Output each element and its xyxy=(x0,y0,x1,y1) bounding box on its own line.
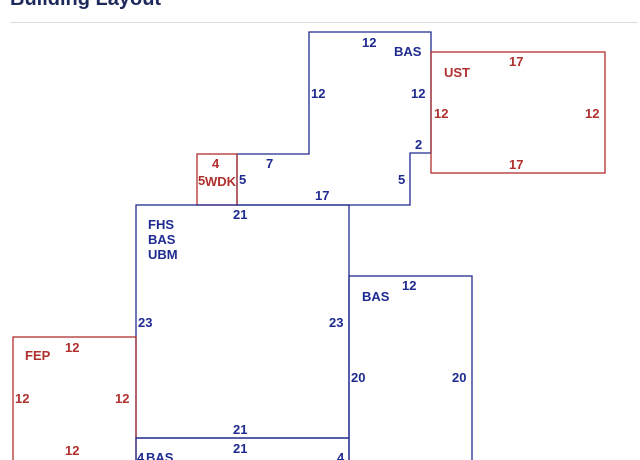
fep-dim-right: 12 xyxy=(115,391,129,406)
ust-outline xyxy=(430,51,606,174)
wdk-code: WDK xyxy=(205,174,237,189)
ust-dim-top: 17 xyxy=(509,54,523,69)
upper-bas-dim-bottom: 17 xyxy=(315,188,329,203)
upper-bas-dim-lower-right: 5 xyxy=(398,172,405,187)
main-block-dim-bottom: 21 xyxy=(233,422,247,437)
right-bas-outline xyxy=(348,275,473,460)
main-block-code-bas: BAS xyxy=(148,232,176,247)
upper-bas-dim-left: 12 xyxy=(311,86,325,101)
page-title: Building Layout xyxy=(10,0,161,11)
bottom-bas-dim-right: 4 xyxy=(337,450,345,460)
main-block-code-ubm: UBM xyxy=(148,247,178,262)
main-block-dim-right: 23 xyxy=(329,315,343,330)
title-divider xyxy=(10,22,638,23)
fep-dim-top: 12 xyxy=(65,340,79,355)
fep-outline xyxy=(12,336,137,460)
upper-bas-dim-right: 12 xyxy=(411,86,425,101)
upper-bas-dim-step: 7 xyxy=(266,156,273,171)
main-block-code-fhs: FHS xyxy=(148,217,174,232)
bottom-bas-dim-top: 21 xyxy=(233,441,247,456)
bottom-bas-code: BAS xyxy=(146,450,174,460)
ust-dim-left: 12 xyxy=(434,106,448,121)
upper-bas-dim-wdk-side: 5 xyxy=(239,172,246,187)
ust-dim-right: 12 xyxy=(585,106,599,121)
fep-dim-left: 12 xyxy=(15,391,29,406)
wdk-dim-top: 4 xyxy=(212,156,220,171)
right-bas-dim-right: 20 xyxy=(452,370,466,385)
ust-dim-bottom: 17 xyxy=(509,157,523,172)
bottom-bas-outline xyxy=(135,437,350,460)
upper-bas-dim-top: 12 xyxy=(362,35,376,50)
main-block-dim-left: 23 xyxy=(138,315,152,330)
fep-code: FEP xyxy=(25,348,51,363)
right-bas-dim-top: 12 xyxy=(402,278,416,293)
upper-bas-code: BAS xyxy=(394,44,422,59)
right-bas-code: BAS xyxy=(362,289,390,304)
right-bas-dim-left: 20 xyxy=(351,370,365,385)
upper-bas-dim-jog: 2 xyxy=(415,137,422,152)
ust-code: UST xyxy=(444,65,470,80)
bottom-bas-dim-left: 4 xyxy=(137,450,145,460)
fep-dim-bottom: 12 xyxy=(65,443,79,458)
wdk-dim-left: 5 xyxy=(198,173,205,188)
main-block-dim-top: 21 xyxy=(233,207,247,222)
